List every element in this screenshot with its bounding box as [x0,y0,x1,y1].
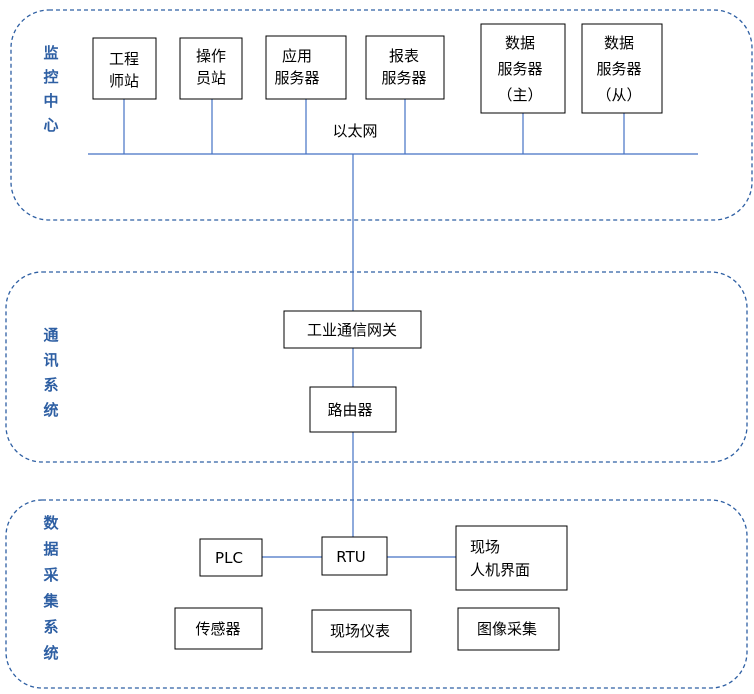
section-label-char: 通 [43,326,58,344]
node-router: 路由器 [309,386,397,433]
node-label-line: 员站 [196,69,226,87]
svg-text:应用服务器: 应用服务器 [274,47,319,87]
node-label-line: 传感器 [195,620,240,638]
node-label-line: （主） [497,86,542,104]
node-label-line: （从） [596,86,641,104]
section-monitoring-label: 监控中心 [43,44,58,134]
node-label-line: 报表 [389,47,419,65]
section-label-char: 数 [43,514,59,532]
svg-text:数据服务器（主）: 数据服务器 （主） [497,34,542,104]
svg-text:RTU: RTU [336,548,365,566]
svg-text:图像采集: 图像采集 [477,620,537,638]
node-sensor: 传感器 [174,607,263,650]
svg-text:路由器: 路由器 [327,401,372,419]
node-engineer-station: 工程师站 [92,37,157,100]
node-label-line: 数据 [505,34,535,52]
section-label-char: 监 [43,44,58,62]
node-label-line: 服务器 [497,60,542,78]
svg-text:现场仪表: 现场仪表 [330,622,390,640]
node-data-server-backup: 数据服务器 （从） [581,23,663,114]
section-label-char: 控 [43,68,58,86]
node-label-line: 服务器 [274,69,319,87]
ethernet-label: 以太网 [332,122,377,140]
connections [88,99,698,558]
svg-text:操作员站: 操作员站 [196,47,226,87]
node-label-line: 应用 [282,47,312,65]
node-label-line: 现场 [470,538,500,556]
svg-text:传感器: 传感器 [195,620,240,638]
section-label-char: 系 [43,618,58,636]
node-label-line: 人机界面 [470,561,530,579]
section-label-char: 统 [43,644,58,662]
section-communication-frame [5,271,748,463]
node-label-line: 服务器 [596,60,641,78]
node-label-line: 图像采集 [477,620,537,638]
node-label-line: 工程 [109,50,139,68]
node-field-meter: 现场仪表 [311,609,412,653]
node-app-server: 应用服务器 [265,35,347,100]
node-image-capture: 图像采集 [457,607,560,651]
node-label-line: 路由器 [327,401,372,419]
node-operator-station: 操作员站 [179,37,243,100]
node-label-line: 现场仪表 [330,622,390,640]
node-hmi: 现场人机界面 [455,525,568,591]
svg-text:数据服务器（从）: 数据服务器 （从） [596,34,641,104]
section-label-char: 据 [43,540,58,558]
svg-text:工业通信网关: 工业通信网关 [307,321,397,339]
node-label-line: 服务器 [381,69,426,87]
node-rtu: RTU [321,536,388,576]
section-label-char: 中 [43,92,58,110]
section-label-char: 讯 [43,351,58,369]
node-label-line: 师站 [109,72,139,90]
node-label-line: 数据 [604,34,634,52]
section-communication-label: 通讯系统 [43,326,58,419]
section-monitoring-frame [10,9,753,221]
svg-text:工程师站: 工程师站 [109,50,139,90]
svg-text:现场人机界面: 现场人机界面 [470,538,530,579]
section-label-char: 集 [42,592,59,610]
section-label-char: 系 [43,376,58,394]
section-label-char: 统 [43,401,58,419]
node-label-line: RTU [336,548,365,566]
node-label-line: 工业通信网关 [307,321,397,339]
node-report-server: 报表服务器 [365,35,445,100]
section-acquisition-label: 数据采集系统 [42,514,59,662]
node-plc: PLC [199,538,263,577]
node-gateway: 工业通信网关 [283,310,422,349]
node-label-line: 操作 [196,47,226,65]
node-label-line: PLC [215,549,243,567]
svg-text:报表服务器: 报表服务器 [381,47,426,87]
section-label-char: 心 [43,116,58,134]
section-label-char: 采 [42,566,59,584]
svg-text:PLC: PLC [215,549,243,567]
node-data-server-main: 数据服务器 （主） [480,23,566,114]
section-acquisition-frame [5,499,748,689]
